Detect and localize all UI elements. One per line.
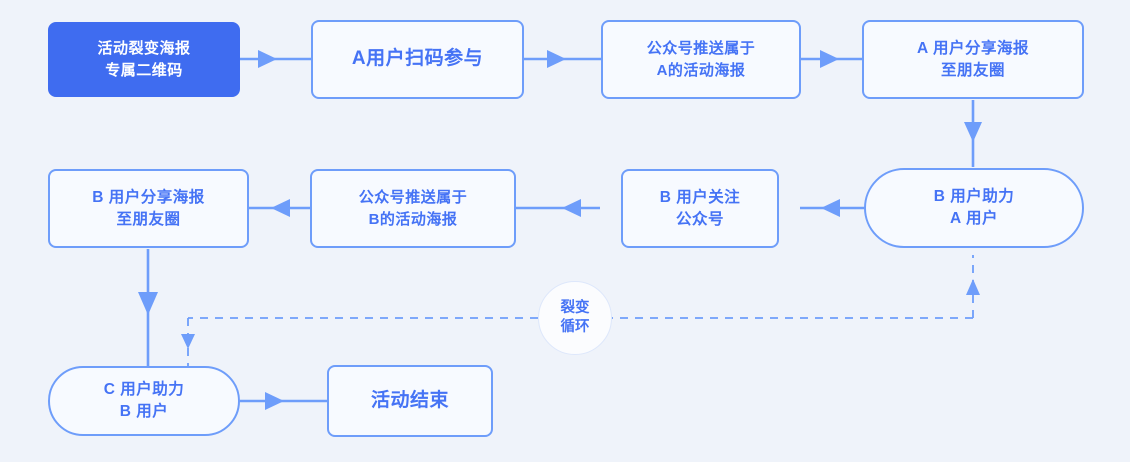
node-label-line2: A 用户: [950, 210, 998, 227]
node-label-line2: B的活动海报: [368, 210, 458, 228]
node-label-line1: B 用户分享海报: [92, 188, 205, 206]
connector-push-b-to-b-share: [249, 199, 310, 217]
node-label-line1: 公众号推送属于: [646, 40, 756, 58]
connector-a-scan-to-push-a: [524, 50, 601, 68]
node-label-line1: C 用户助力: [103, 381, 185, 398]
node-b-user-help-a-user[interactable]: B 用户助力 A 用户: [864, 168, 1084, 248]
node-label-line1: 活动裂变海报: [97, 40, 191, 58]
node-push-poster-b[interactable]: 公众号推送属于 B的活动海报: [310, 169, 516, 248]
connector-push-a-to-a-share: [801, 50, 862, 68]
node-c-user-help-b-user[interactable]: C 用户助力 B 用户: [48, 366, 240, 436]
node-label-line1: A 用户分享海报: [917, 39, 1029, 57]
node-label-line1: B 用户关注: [659, 188, 741, 206]
fission-loop-label: 裂变 循环: [538, 281, 612, 355]
node-label-line2: A的活动海报: [656, 61, 746, 79]
loop-label-line2: 循环: [560, 319, 590, 335]
node-activity-end[interactable]: 活动结束: [327, 365, 493, 437]
connector-a-share-to-b-help-a: [964, 100, 982, 167]
node-label-line1: B 用户助力: [933, 188, 1015, 205]
node-a-user-scan-join[interactable]: A用户扫码参与: [311, 20, 524, 99]
connector-b-help-a-to-b-follow: [800, 199, 864, 217]
node-label-line2: 专属二维码: [105, 61, 183, 79]
node-activity-fission-poster-qr[interactable]: 活动裂变海报 专属二维码: [48, 22, 240, 97]
node-label-line2: 公众号: [675, 210, 724, 228]
node-label-line1: 公众号推送属于: [358, 189, 468, 207]
node-label-line2: 至朋友圈: [940, 61, 1005, 79]
node-a-user-share-poster[interactable]: A 用户分享海报 至朋友圈: [862, 20, 1084, 99]
connector-qr-to-a-scan: [240, 50, 311, 68]
node-push-poster-a[interactable]: 公众号推送属于 A的活动海报: [601, 20, 801, 99]
loop-label-line1: 裂变: [560, 300, 590, 317]
node-label-line2: B 用户: [119, 403, 169, 420]
connector-b-follow-to-push-b: [516, 199, 600, 217]
node-label-line2: 至朋友圈: [116, 210, 181, 228]
connector-b-share-to-c-help-b: [138, 249, 158, 372]
node-label-line1: A用户扫码参与: [351, 48, 484, 70]
connector-c-help-b-to-end: [240, 392, 327, 410]
node-b-user-share-poster[interactable]: B 用户分享海报 至朋友圈: [48, 169, 249, 248]
node-b-user-follow-official-account[interactable]: B 用户关注 公众号: [621, 169, 779, 248]
node-label-line1: 活动结束: [370, 389, 449, 411]
